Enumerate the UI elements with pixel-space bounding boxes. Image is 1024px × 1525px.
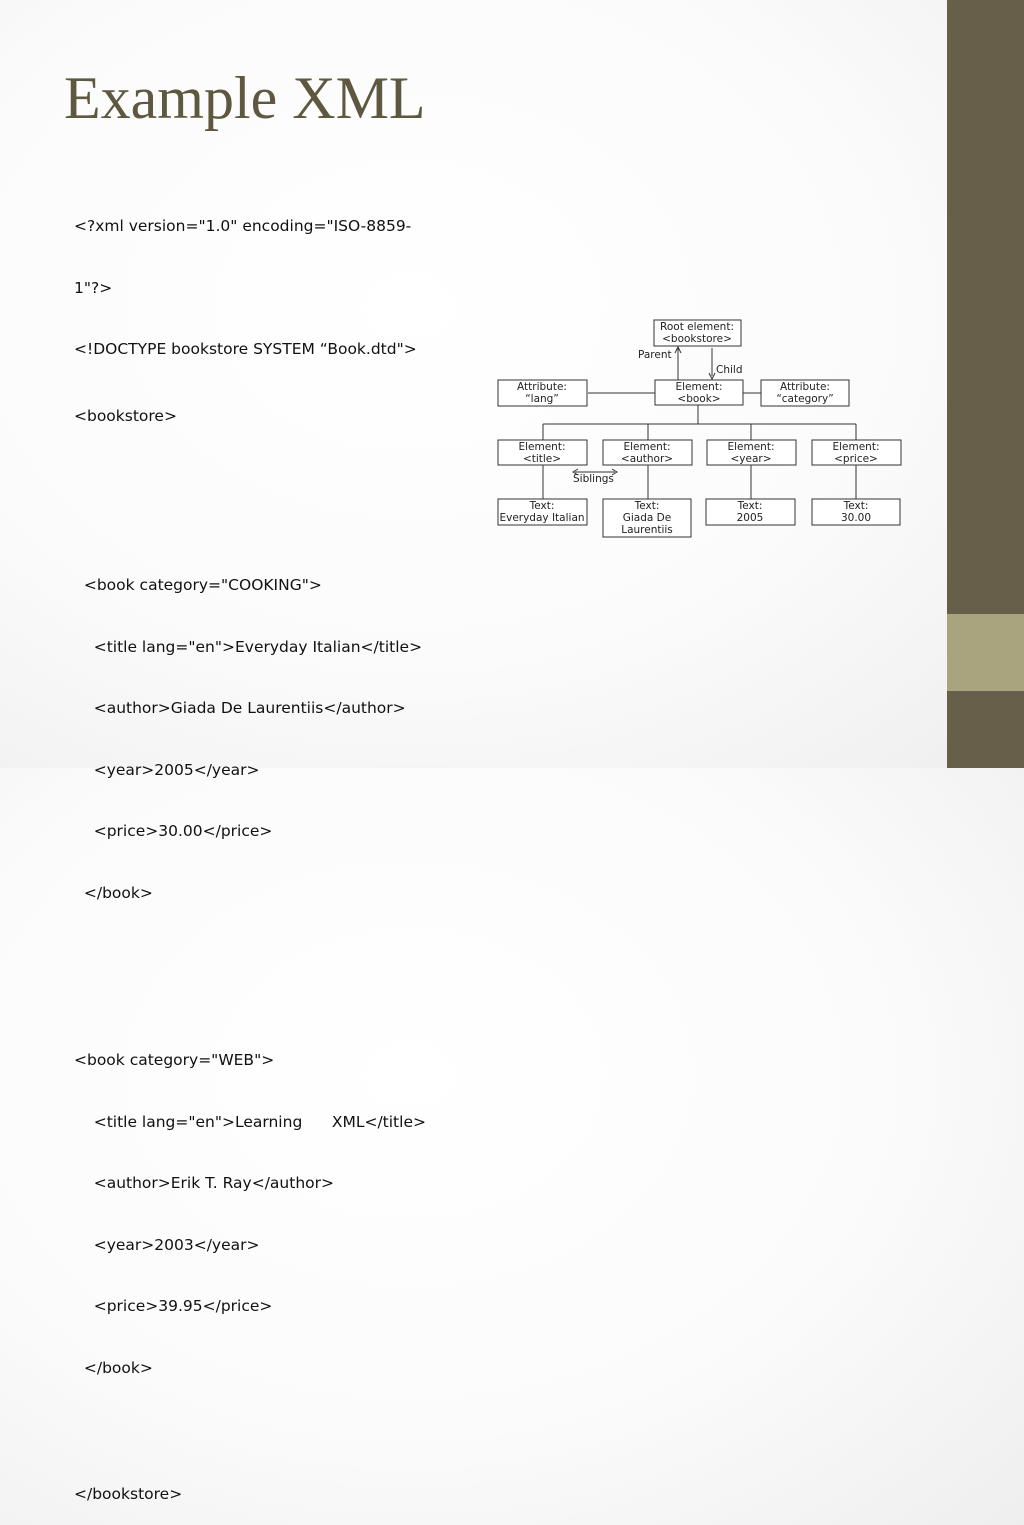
code-line: </book>: [74, 883, 153, 902]
node-label: Laurentiis: [621, 524, 673, 536]
node-label: Element:: [518, 441, 565, 453]
node-title: [497, 439, 588, 466]
code-line: <?xml version="1.0" encoding="ISO-8859-: [74, 217, 412, 235]
node-label: Element:: [832, 441, 879, 453]
node-text-year: [705, 498, 796, 526]
node-price: [811, 439, 902, 466]
node-label: <book>: [677, 393, 720, 405]
child-label: Child: [716, 364, 743, 376]
node-label: Element:: [727, 441, 774, 453]
code-line: <book category="WEB">: [74, 1051, 275, 1069]
node-label: “lang”: [525, 393, 559, 405]
node-label: <price>: [834, 453, 878, 465]
code-line: <title lang="en">Everyday Italian</title…: [74, 637, 423, 656]
node-label: Text:: [843, 500, 869, 512]
node-text-title: [497, 498, 588, 526]
node-book: [654, 379, 744, 406]
code-line: </book>: [74, 1358, 153, 1377]
node-root: [653, 319, 742, 347]
siblings-arrowhead-right: [611, 468, 618, 476]
xml-tree-diagram: Root element: <bookstore> Parent Child A…: [497, 319, 902, 538]
code-line: <year>2005</year>: [74, 760, 260, 779]
node-label: Text:: [529, 500, 555, 512]
node-label: Text:: [737, 500, 763, 512]
parent-label: Parent: [638, 349, 672, 361]
book-block-cooking: <book category="COOKING"> <title lang="e…: [74, 534, 426, 944]
code-line: <bookstore>: [74, 406, 177, 425]
node-label: Element:: [675, 381, 722, 393]
node-label: Giada De: [623, 512, 671, 524]
code-line: <price>39.95</price>: [74, 1297, 273, 1315]
node-label: Element:: [623, 441, 670, 453]
code-line: </bookstore>: [74, 1485, 183, 1503]
slide-title: Example XML: [64, 65, 426, 131]
node-label: <author>: [621, 453, 673, 465]
node-label: Everyday Italian: [499, 512, 584, 524]
code-line: <author>Giada De Laurentiis</author>: [74, 699, 406, 717]
node-text-author: [602, 498, 692, 538]
node-label: Text:: [634, 500, 660, 512]
code-line: <title lang="en">Learning XML</title>: [74, 1112, 426, 1131]
code-line: <author>Erik T. Ray</author>: [74, 1174, 334, 1192]
node-label: <year>: [730, 453, 771, 465]
node-author: [602, 439, 693, 466]
node-label: 30.00: [841, 512, 871, 524]
node-label: 2005: [737, 512, 764, 524]
node-attr-lang: [497, 379, 588, 407]
node-text-price: [811, 498, 901, 526]
parent-arrowhead: [674, 345, 682, 354]
node-label: “category”: [776, 393, 833, 405]
node-label: <bookstore>: [662, 333, 732, 345]
siblings-label: Siblings: [573, 473, 614, 485]
book-block-web: <book category="WEB"> <title lang="en">L…: [74, 1009, 426, 1419]
node-label: Attribute:: [780, 381, 830, 393]
code-line: <!DOCTYPE bookstore SYSTEM “Book.dtd">: [74, 340, 417, 358]
child-arrowhead: [708, 372, 716, 381]
siblings-arrowhead-left: [572, 468, 579, 476]
node-attr-category: [760, 379, 850, 407]
code-line: <book category="COOKING">: [74, 576, 322, 594]
code-line: <price>30.00</price>: [74, 822, 273, 840]
decorative-side-accent: [947, 614, 1024, 691]
xml-code-listing: <?xml version="1.0" encoding="ISO-8859- …: [74, 175, 426, 1525]
node-label: Root element:: [660, 321, 734, 333]
code-line: 1"?>: [74, 278, 113, 297]
node-label: Attribute:: [517, 381, 567, 393]
node-label: <title>: [523, 453, 561, 465]
code-line: <year>2003</year>: [74, 1235, 260, 1254]
node-year: [706, 439, 797, 466]
